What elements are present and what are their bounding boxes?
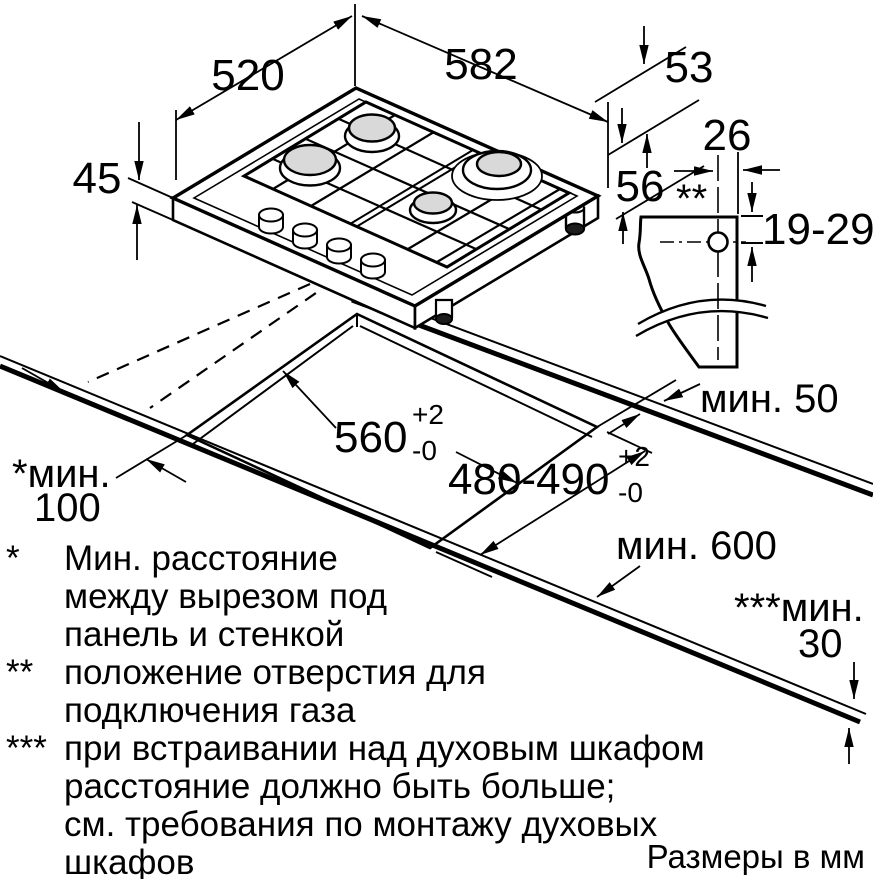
footnote-line: между вырезом под xyxy=(6,578,846,616)
footnote-text: Мин. расстояние xyxy=(64,539,338,578)
gas-connection-detail xyxy=(635,152,780,369)
worktop xyxy=(0,289,873,725)
bracket-outline xyxy=(637,215,739,369)
footnote-line: расстояние должно быть больше; xyxy=(6,768,846,806)
footnote-text: см. требования по монтажу духовых xyxy=(64,805,658,844)
footnote-marker xyxy=(6,768,64,806)
dim-26-label: 26 xyxy=(703,111,752,160)
burner-back xyxy=(343,113,401,154)
footnote-line: * Мин. расстояние xyxy=(6,540,846,578)
min100-value-label: 100 xyxy=(34,486,101,530)
cutout-depth-tol-minus: -0 xyxy=(618,477,643,508)
footnote-text: подключения газа xyxy=(64,691,356,730)
ref-line-56-lower xyxy=(615,165,705,220)
dim-1929-label: 19-29 xyxy=(762,205,873,254)
ref-line-53-lower xyxy=(607,99,700,156)
dim-53-label: 53 xyxy=(665,43,714,92)
ref-line-45-upper xyxy=(127,177,174,199)
cutout-nw-inner-edge xyxy=(192,325,354,445)
footnote-marker xyxy=(6,806,64,844)
control-knobs xyxy=(258,207,386,280)
min600-leader-arrow xyxy=(596,565,641,598)
side-wall-line-thick xyxy=(0,363,861,725)
footnote-line: шкафов xyxy=(6,844,846,879)
footnote-marker xyxy=(6,578,64,616)
gas-inlet-hole xyxy=(707,231,729,253)
footnote-marker xyxy=(6,692,64,730)
dim-480-ext-line-south xyxy=(435,551,493,578)
well-divider-line-1 xyxy=(349,149,474,225)
footnote-line: подключения газа xyxy=(6,692,846,730)
footnote-line: см. требования по монтажу духовых xyxy=(6,806,846,844)
break-line-lower xyxy=(635,309,769,338)
cutout-width-label: 560 xyxy=(334,413,407,462)
break-line-upper xyxy=(637,298,767,326)
worktop-cutout xyxy=(115,312,600,550)
dim-582-label: 582 xyxy=(444,40,517,89)
min50-leader-arrow xyxy=(663,383,701,402)
dim-520-line xyxy=(175,15,353,121)
min600-label: мин. 600 xyxy=(616,524,777,568)
clearance-dimensions xyxy=(21,367,859,764)
footnote-line: ** положение отверстия для xyxy=(6,654,846,692)
hob-isometric-view xyxy=(169,86,602,331)
min30-prefix-label: ***мин. xyxy=(734,586,864,630)
cutout-width-tol-minus: -0 xyxy=(412,435,437,466)
min50-ext-line xyxy=(596,379,677,428)
dim-582-line xyxy=(361,15,609,123)
rear-wall-line-thick xyxy=(351,297,873,498)
footnote-marker xyxy=(6,616,64,654)
footnote-text: панель и стенкой xyxy=(64,615,345,654)
dim-480-ext-line-east xyxy=(606,431,653,454)
dim-480-line xyxy=(479,450,646,556)
footnote-text: расстояние должно быть больше; xyxy=(64,767,616,806)
footnote-text: положение отверстия для xyxy=(64,653,486,692)
min100-arrow-lower xyxy=(145,458,187,483)
cutout-width-tol-plus: +2 xyxy=(412,399,444,430)
cutout-outline xyxy=(184,312,600,550)
ref-line-45-lower xyxy=(131,201,174,221)
min100-prefix-label: *мин. xyxy=(12,452,111,496)
min100-arrow-upper xyxy=(21,367,65,393)
footnotes-block: * Мин. расстояние между вырезом под пане… xyxy=(6,540,846,879)
burner-front xyxy=(408,191,458,225)
projection-lines xyxy=(87,267,353,409)
burner-wok xyxy=(451,149,543,201)
units-note: Размеры в мм xyxy=(646,838,865,875)
projection-dashed-line-2 xyxy=(87,282,311,384)
dim-45-label: 45 xyxy=(73,154,122,203)
footnote-line: *** при встраивании над духовым шкафом xyxy=(6,730,846,768)
min30-value-label: 30 xyxy=(798,622,843,666)
cutout-depth-tol-plus: +2 xyxy=(618,441,650,472)
cutout-dimensions xyxy=(282,370,653,578)
dim-560-arrow-left xyxy=(282,370,337,429)
footnote-text: между вырезом под xyxy=(64,577,388,616)
burner-left xyxy=(278,143,342,187)
cutout-ne-inner-edge xyxy=(359,325,593,438)
cutout-west-extension-line xyxy=(115,434,188,479)
footnote-marker xyxy=(6,844,64,879)
footnote-text: шкафов xyxy=(64,843,195,879)
hob-leg-front xyxy=(434,298,454,325)
dim-56-label: 56 xyxy=(616,162,665,211)
break-band-fill xyxy=(636,299,768,336)
footnote-marker: ** xyxy=(6,653,34,692)
min50-label: мин. 50 xyxy=(700,377,839,421)
footnote-text: при встраивании над духовым шкафом xyxy=(64,729,705,768)
footnote-line: панель и стенкой xyxy=(6,616,846,654)
min50-arrow-up xyxy=(607,413,641,435)
cutout-depth-label: 480-490 xyxy=(448,455,609,504)
projection-dashed-line-1 xyxy=(149,267,353,409)
hob-dimensions xyxy=(127,4,705,260)
side-wall-line-thin xyxy=(0,355,867,715)
footnote-marker: *** xyxy=(6,729,47,768)
footnote-marker: * xyxy=(6,539,20,578)
gas-hole-marker: ** xyxy=(676,177,707,221)
dim-520-label: 520 xyxy=(211,51,284,100)
ref-line-53-upper xyxy=(594,46,687,103)
